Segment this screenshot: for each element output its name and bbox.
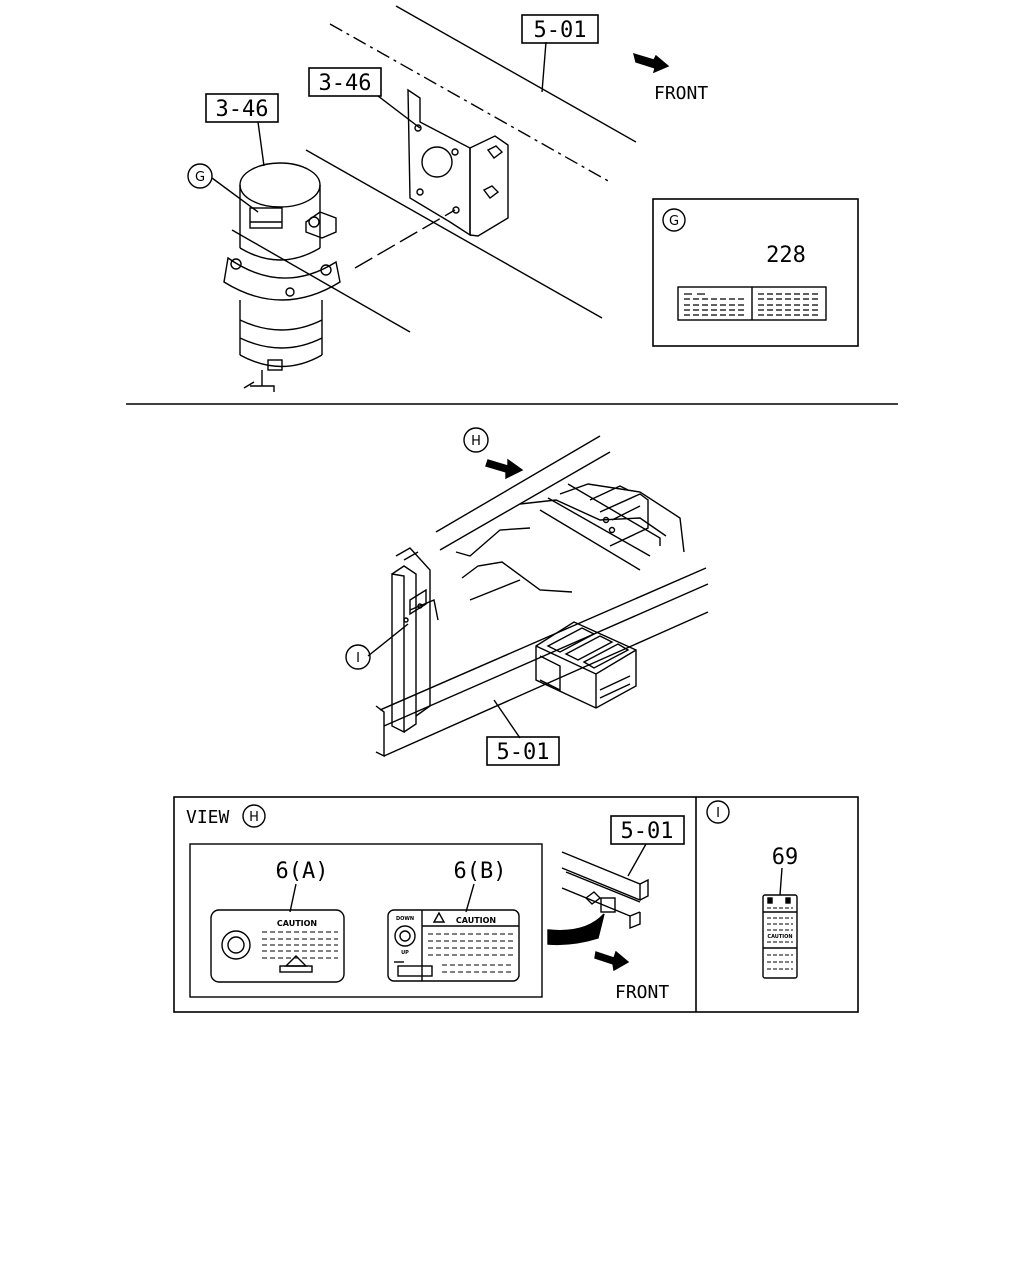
detail-g-panel bbox=[652, 198, 859, 347]
frame-detail-drawing bbox=[547, 851, 649, 972]
front-arrow-icon bbox=[633, 52, 670, 74]
label-b-dial-top: DOWN bbox=[396, 916, 414, 922]
ref-bracket: 3-46 bbox=[319, 71, 372, 96]
ref-frame-bottom: 5-01 bbox=[621, 819, 674, 844]
labels-box bbox=[189, 843, 543, 998]
top-section bbox=[211, 5, 670, 392]
label-b-caption: CAUTION bbox=[456, 916, 496, 925]
view-h-arrow-icon bbox=[485, 458, 524, 480]
part-69: 69 bbox=[772, 845, 799, 870]
detail-i-circle: I bbox=[716, 806, 720, 821]
detail-g-circle: G bbox=[669, 214, 679, 229]
part-228: 228 bbox=[766, 243, 806, 268]
view-h-panel bbox=[173, 796, 859, 1013]
front-label-bottom: FRONT bbox=[615, 982, 669, 1003]
ref-frame-middle: 5-01 bbox=[497, 740, 550, 765]
ref-tank: 3-46 bbox=[216, 97, 269, 122]
callout-g: G bbox=[195, 170, 205, 185]
view-h-circle: H bbox=[249, 810, 259, 825]
front-arrow-bottom-icon bbox=[594, 950, 630, 972]
label-a-caption: CAUTION bbox=[277, 919, 317, 928]
label-b-dial-bottom: UP bbox=[401, 950, 409, 956]
ref-frame-top: 5-01 bbox=[534, 18, 587, 43]
callout-h: H bbox=[471, 434, 481, 449]
bracket-drawing bbox=[407, 88, 509, 237]
caution-label-b bbox=[387, 909, 520, 982]
callout-i: I bbox=[356, 651, 360, 666]
front-label-top: FRONT bbox=[654, 83, 708, 104]
pointer-arrow-icon bbox=[547, 913, 605, 946]
caution-label-a bbox=[210, 909, 345, 983]
label-i-caption: CAUTION bbox=[767, 934, 792, 940]
caution-label-i bbox=[762, 894, 798, 979]
view-h-title: VIEW bbox=[186, 807, 230, 828]
tank-drawing bbox=[223, 162, 341, 392]
part-6b: 6(B) bbox=[454, 859, 507, 884]
chassis-drawing bbox=[375, 435, 709, 758]
part-6a: 6(A) bbox=[276, 859, 329, 884]
